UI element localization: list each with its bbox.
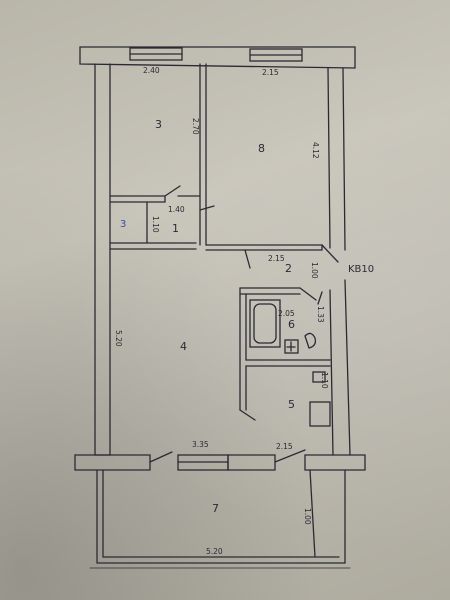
room-number-1: 1: [172, 222, 179, 235]
bottom-wall-right: [304, 454, 366, 471]
bathtub-inner: [253, 303, 277, 344]
wall-3-bottom: [109, 195, 166, 203]
wall-3-8: [199, 63, 207, 246]
dim-room-6-depth: 1.33: [316, 306, 325, 323]
room-number-8: 8: [258, 142, 265, 155]
sink: [284, 339, 299, 354]
dim-room-2-depth: 1.00: [310, 262, 319, 279]
wall-6-top: [239, 287, 301, 295]
room-number-5: 5: [288, 398, 295, 411]
balcony-inner: [102, 469, 340, 558]
apartment-label: KB10: [348, 264, 374, 275]
wall-8-bottom: [205, 244, 323, 251]
left-wall: [94, 63, 111, 456]
dim-room-5-width: 2.15: [276, 442, 293, 451]
bathtub: [249, 299, 281, 348]
bottom-wall-mid: [227, 454, 276, 471]
door-hall: [244, 249, 251, 269]
dim-room-4-depth: 5.20: [114, 330, 123, 347]
dim-room-5-depth: 1.10: [320, 372, 329, 389]
bottom-wall-left: [74, 454, 151, 471]
wall-room-1: [109, 201, 197, 250]
balcony-outline: [96, 469, 346, 564]
balcony-divider: [309, 469, 316, 558]
room-number-4: 4: [180, 340, 187, 353]
dim-room-3-width: 2.40: [143, 66, 160, 75]
dim-room-8-depth: 4.12: [311, 142, 320, 159]
right-wall-lower: [329, 279, 351, 456]
room-number-3: 3: [155, 118, 162, 131]
room-number-2: 2: [285, 262, 292, 275]
dim-room-7-width: 5.20: [206, 547, 223, 556]
dim-room-2-width: 2.15: [268, 254, 285, 263]
door-room-3: [164, 185, 215, 211]
dim-room-6-width: 2.05: [278, 309, 295, 318]
wall-5-left: [239, 359, 247, 411]
kitchen-sink: [312, 371, 326, 383]
room-number-6: 6: [288, 318, 295, 331]
door-room-6: [299, 287, 323, 305]
toilet: [304, 332, 317, 349]
door-kitchen: [239, 409, 256, 421]
dim-room-8-width: 2.15: [262, 68, 279, 77]
right-wall-upper: [327, 67, 346, 251]
wall-6-left: [239, 287, 247, 361]
dim-room-3-depth: 2.70: [191, 118, 200, 135]
dim-room-1-width: 1.10: [151, 216, 160, 233]
door-room-8: [321, 244, 339, 263]
dim-room-7-depth: 1.00: [303, 508, 312, 525]
stove: [309, 401, 331, 427]
door-balcony-2: [274, 449, 306, 463]
dim-room-4-width: 3.35: [192, 440, 209, 449]
top-wall: [79, 46, 356, 69]
plan-walls: [74, 46, 366, 569]
dim-room-1-depth: 1.40: [168, 205, 185, 214]
wall-5-top: [245, 359, 331, 367]
room-number-7: 7: [212, 502, 219, 515]
door-balcony-1: [149, 451, 173, 463]
blue-ink-mark: 3: [120, 219, 126, 230]
